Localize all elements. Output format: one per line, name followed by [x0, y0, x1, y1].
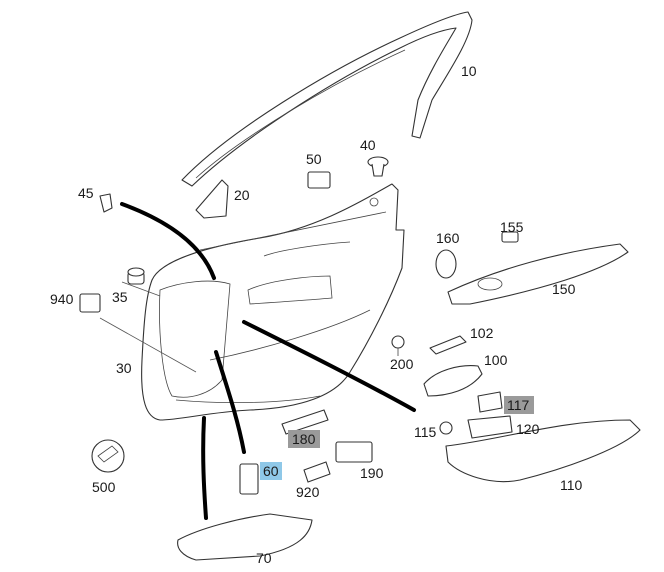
callout-45: 45 [78, 185, 94, 201]
callout-500: 500 [92, 479, 116, 495]
callout-50: 50 [306, 151, 322, 167]
callout-60: 60 [263, 463, 279, 479]
part-60-switch [239, 463, 259, 495]
part-180-tray [281, 409, 329, 435]
part-115-screw [439, 421, 453, 435]
part-102-handle-cover [429, 335, 467, 355]
callout-160: 160 [436, 230, 460, 246]
part-500-tool [91, 439, 125, 473]
part-920-connector [303, 461, 331, 483]
callout-117-highlight [504, 396, 534, 414]
part-50-bracket [307, 171, 331, 189]
callout-200: 200 [390, 356, 414, 372]
part-160-speaker-ring [435, 249, 457, 279]
part-200-screw [391, 335, 405, 356]
callout-190: 190 [360, 465, 384, 481]
part-150-trim-strip [447, 243, 629, 305]
part-35-clip [127, 267, 145, 285]
callout-102: 102 [470, 325, 494, 341]
part-190-module [335, 441, 373, 463]
callout-100: 100 [484, 352, 508, 368]
callout-940: 940 [50, 291, 74, 307]
callout-115: 115 [414, 424, 437, 440]
callout-labels: 10 20 30 35 40 45 50 60 70 100 102 110 1… [50, 63, 583, 566]
part-155-clip [501, 231, 519, 243]
callout-920: 920 [296, 484, 320, 500]
pointer-arrows [120, 202, 416, 520]
callout-10: 10 [461, 63, 477, 79]
callout-120: 120 [516, 421, 540, 437]
callout-30: 30 [116, 360, 132, 376]
callout-150: 150 [552, 281, 576, 297]
callout-40: 40 [360, 137, 376, 153]
part-117-frame [477, 391, 503, 413]
callout-70: 70 [256, 550, 272, 566]
part-40-push-clip [367, 156, 389, 177]
callout-117: 117 [507, 397, 530, 413]
part-45-clip [99, 193, 113, 213]
part-120-frame [467, 415, 513, 439]
callout-110: 110 [560, 477, 583, 493]
part-10-window-trim [181, 11, 473, 187]
part-20-corner-trim [195, 179, 229, 219]
callout-155: 155 [500, 219, 524, 235]
part-100-handle [423, 365, 483, 397]
callout-20: 20 [234, 187, 250, 203]
callout-60-highlight [260, 462, 282, 480]
callout-35: 35 [112, 289, 128, 305]
callout-180: 180 [292, 431, 316, 447]
part-30-door-panel [141, 183, 405, 421]
part-110-armrest [445, 419, 641, 483]
part-940-clip-bag [79, 293, 101, 313]
callout-180-highlight [288, 430, 320, 448]
leader-lines [99, 281, 197, 373]
part-70-lower-insulation [177, 513, 313, 561]
